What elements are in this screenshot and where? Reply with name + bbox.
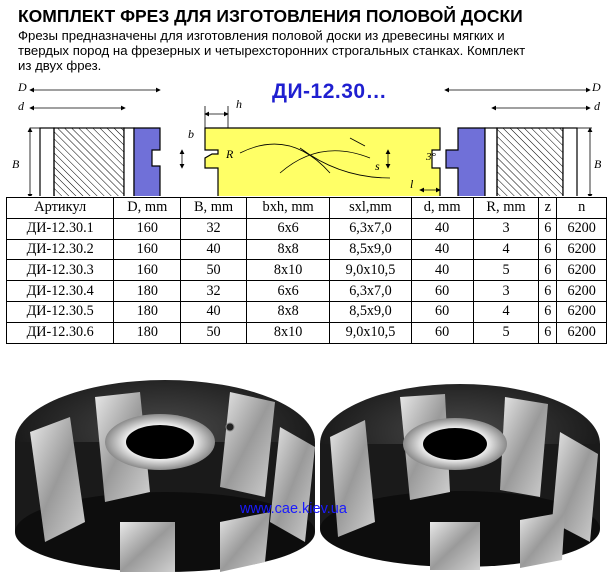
table-row: ДИ-12.30.6 180 50 8х10 9,0х10,5 60 5 6 6…	[5, 321, 607, 344]
dim-label-D-left: D	[17, 80, 27, 94]
table-cell: 40	[410, 259, 474, 282]
product-photos	[15, 380, 600, 572]
col-header-n: n	[556, 197, 607, 219]
floor-board-drawing: h b R s l 3°	[179, 97, 441, 196]
dim-label-angle: 3°	[425, 151, 437, 163]
table-cell: 5	[472, 321, 540, 344]
table-cell: ДИ-12.30.5	[5, 300, 115, 323]
website-link[interactable]: www.cae.kiev.ua	[240, 501, 347, 517]
table-cell: 3	[472, 217, 540, 240]
dim-label-B-right: B	[594, 157, 602, 171]
table-cell: 4	[472, 300, 540, 323]
dim-label-D-right: D	[591, 80, 601, 94]
table-cell: 32	[180, 280, 247, 302]
table-cell: 8х8	[245, 300, 331, 323]
table-row: ДИ-12.30.3 160 50 8х10 9,0х10,5 40 5 6 6…	[5, 259, 607, 282]
dim-label-l: l	[410, 177, 414, 191]
table-cell: 3	[472, 280, 540, 302]
table-cell: 180	[113, 280, 182, 302]
cutter-photo-left	[15, 380, 315, 572]
table-cell: 60	[410, 280, 474, 302]
table-cell: 6	[538, 300, 558, 323]
table-cell: 4	[472, 238, 540, 261]
table-cell: 6	[538, 280, 558, 302]
col-header-D: D, mm	[113, 197, 182, 219]
right-cutter-drawing: D d B	[444, 80, 602, 196]
product-description: Фрезы предназначены для изготовления пол…	[18, 28, 526, 73]
table-cell: 40	[410, 217, 474, 240]
table-cell: 8,5х9,0	[329, 300, 412, 323]
table-row: ДИ-12.30.1 160 32 6х6 6,3х7,0 40 3 6 620…	[5, 217, 607, 240]
table-cell: 6	[538, 217, 558, 240]
table-cell: 8х10	[245, 321, 331, 344]
table-cell: 32	[180, 217, 247, 240]
table-cell: 160	[113, 259, 182, 282]
col-header-B: B, mm	[180, 197, 247, 219]
dim-label-d-left: d	[18, 99, 25, 113]
table-cell: 6х6	[245, 217, 331, 240]
table-cell: 6	[538, 259, 558, 282]
table-cell: 6200	[556, 321, 607, 344]
table-cell: 40	[410, 238, 474, 261]
table-cell: 6,3х7,0	[329, 280, 412, 302]
table-cell: 8,5х9,0	[329, 238, 412, 261]
table-cell: ДИ-12.30.2	[5, 238, 115, 261]
table-cell: 50	[180, 259, 247, 282]
table-cell: 6	[538, 238, 558, 261]
model-code: ДИ-12.30…	[272, 80, 388, 103]
table-header-row: Артикул D, mm B, mm bxh, mm sxl,mm d, mm…	[5, 197, 607, 219]
table-cell: 160	[113, 238, 182, 261]
table-cell: 8х10	[245, 259, 331, 282]
dim-label-R: R	[225, 147, 234, 161]
dim-label-b: b	[188, 127, 194, 141]
table-cell: 180	[113, 300, 182, 323]
cutter-photo-right	[320, 384, 600, 570]
table-row: ДИ-12.30.5 180 40 8х8 8,5х9,0 60 4 6 620…	[5, 300, 607, 323]
col-header-bxh: bxh, mm	[245, 197, 331, 219]
table-cell: 6200	[556, 259, 607, 282]
table-cell: 6200	[556, 300, 607, 323]
table-cell: 9,0х10,5	[329, 259, 412, 282]
table-cell: 6	[538, 321, 558, 344]
col-header-z: z	[538, 197, 558, 219]
table-cell: 50	[180, 321, 247, 344]
dim-label-d-right: d	[594, 99, 601, 113]
table-row: ДИ-12.30.4 180 32 6х6 6,3х7,0 60 3 6 620…	[5, 280, 607, 302]
table-cell: 40	[180, 238, 247, 261]
table-cell: 60	[410, 321, 474, 344]
table-cell: ДИ-12.30.3	[5, 259, 115, 282]
table-cell: 6х6	[245, 280, 331, 302]
table-cell: 6,3х7,0	[329, 217, 412, 240]
document-title: КОМПЛЕКТ ФРЕЗ ДЛЯ ИЗГОТОВЛЕНИЯ ПОЛОВОЙ Д…	[18, 6, 523, 26]
table-cell: 60	[410, 300, 474, 323]
col-header-sxl: sxl,mm	[329, 197, 412, 219]
table-cell: 6200	[556, 217, 607, 240]
left-cutter-drawing: D d B	[12, 80, 161, 196]
technical-drawing: D d B h b R s l 3° D d	[12, 80, 602, 196]
table-cell: 6200	[556, 238, 607, 261]
dim-label-h: h	[236, 97, 242, 111]
table-cell: 9,0х10,5	[329, 321, 412, 344]
table-cell: ДИ-12.30.1	[5, 217, 115, 240]
table-cell: ДИ-12.30.4	[5, 280, 115, 302]
table-cell: 8х8	[245, 238, 331, 261]
col-header-R: R, mm	[472, 197, 540, 219]
dim-label-B-left: B	[12, 157, 20, 171]
specification-table: Артикул D, mm B, mm bxh, mm sxl,mm d, mm…	[5, 197, 607, 344]
table-cell: 5	[472, 259, 540, 282]
table-row: ДИ-12.30.2 160 40 8х8 8,5х9,0 40 4 6 620…	[5, 238, 607, 261]
table-cell: ДИ-12.30.6	[5, 321, 115, 344]
col-header-article: Артикул	[5, 197, 115, 219]
table-cell: 40	[180, 300, 247, 323]
table-cell: 180	[113, 321, 182, 344]
dim-label-s: s	[375, 159, 380, 173]
table-cell: 6200	[556, 280, 607, 302]
col-header-d: d, mm	[410, 197, 474, 219]
table-cell: 160	[113, 217, 182, 240]
